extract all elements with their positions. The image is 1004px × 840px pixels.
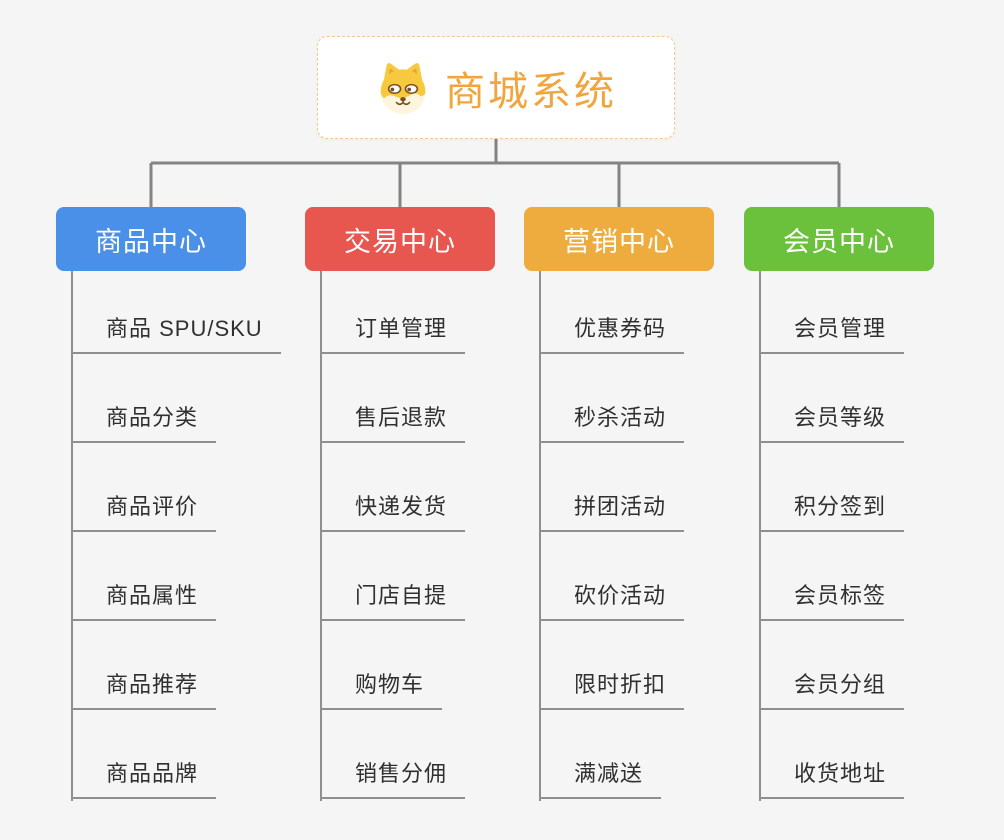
leaf-node[interactable]: 门店自提 (320, 532, 466, 621)
branch-column-product-center: 商品中心 商品 SPU/SKU 商品分类商品评价商品属性商品推荐商品品牌 (56, 207, 326, 817)
branch-node-marketing-center[interactable]: 营销中心 (524, 207, 714, 271)
root-title: 商城系统 (445, 69, 617, 114)
leaf-label: 商品品牌 (71, 756, 217, 799)
leaf-node[interactable]: 砍价活动 (539, 532, 685, 621)
leaf-label: 限时折扣 (539, 667, 685, 710)
leaf-node[interactable]: 商品评价 (71, 443, 217, 532)
leaf-label: 满减送 (539, 756, 662, 799)
leaf-node[interactable]: 收货地址 (759, 710, 905, 799)
branch-label: 会员中心 (783, 226, 895, 257)
branch-column-marketing-center: 营销中心 优惠券码秒杀活动拼团活动砍价活动限时折扣满减送 (524, 207, 794, 817)
branch-trunk-line (539, 271, 541, 801)
leaf-node[interactable]: 会员分组 (759, 621, 905, 710)
leaf-node[interactable]: 会员等级 (759, 354, 905, 443)
leaf-list-member-center: 会员管理会员等级积分签到会员标签会员分组收货地址 (759, 265, 905, 799)
leaf-node[interactable]: 满减送 (539, 710, 662, 799)
branch-trunk-line (759, 271, 761, 801)
leaf-node[interactable]: 商品品牌 (71, 710, 217, 799)
leaf-label: 拼团活动 (539, 489, 685, 532)
leaf-node[interactable]: 商品 SPU/SKU (71, 265, 281, 354)
branch-node-trade-center[interactable]: 交易中心 (305, 207, 495, 271)
leaf-node[interactable]: 会员标签 (759, 532, 905, 621)
leaf-label: 砍价活动 (539, 578, 685, 621)
leaf-label: 会员标签 (759, 578, 905, 621)
leaf-label: 商品评价 (71, 489, 217, 532)
leaf-label: 收货地址 (759, 756, 905, 799)
leaf-label: 售后退款 (320, 400, 466, 443)
leaf-label: 购物车 (320, 667, 443, 710)
dog-face-icon (375, 60, 431, 116)
leaf-label: 销售分佣 (320, 756, 466, 799)
leaf-node[interactable]: 订单管理 (320, 265, 466, 354)
leaf-node[interactable]: 商品分类 (71, 354, 217, 443)
branch-column-member-center: 会员中心 会员管理会员等级积分签到会员标签会员分组收货地址 (744, 207, 1004, 817)
leaf-label: 商品推荐 (71, 667, 217, 710)
leaf-list-product-center: 商品 SPU/SKU 商品分类商品评价商品属性商品推荐商品品牌 (71, 265, 281, 799)
leaf-label: 订单管理 (320, 311, 466, 354)
leaf-label: 秒杀活动 (539, 400, 685, 443)
leaf-node[interactable]: 购物车 (320, 621, 443, 710)
leaf-node[interactable]: 积分签到 (759, 443, 905, 532)
branch-column-trade-center: 交易中心 订单管理售后退款快递发货门店自提购物车销售分佣 (305, 207, 575, 817)
branch-node-member-center[interactable]: 会员中心 (744, 207, 934, 271)
leaf-label: 会员等级 (759, 400, 905, 443)
leaf-label: 商品属性 (71, 578, 217, 621)
leaf-label: 优惠券码 (539, 311, 685, 354)
leaf-node[interactable]: 优惠券码 (539, 265, 685, 354)
leaf-node[interactable]: 限时折扣 (539, 621, 685, 710)
leaf-list-marketing-center: 优惠券码秒杀活动拼团活动砍价活动限时折扣满减送 (539, 265, 685, 799)
leaf-label: 商品分类 (71, 400, 217, 443)
leaf-label: 积分签到 (759, 489, 905, 532)
branch-trunk-line (320, 271, 322, 801)
leaf-label: 快递发货 (320, 489, 466, 532)
branch-label: 交易中心 (344, 226, 456, 257)
leaf-node[interactable]: 商品推荐 (71, 621, 217, 710)
leaf-label: 会员分组 (759, 667, 905, 710)
leaf-label: 会员管理 (759, 311, 905, 354)
leaf-list-trade-center: 订单管理售后退款快递发货门店自提购物车销售分佣 (320, 265, 466, 799)
leaf-label: 商品 SPU/SKU (71, 311, 281, 354)
leaf-node[interactable]: 秒杀活动 (539, 354, 685, 443)
leaf-node[interactable]: 快递发货 (320, 443, 466, 532)
leaf-node[interactable]: 会员管理 (759, 265, 905, 354)
branch-label: 营销中心 (563, 226, 675, 257)
leaf-node[interactable]: 售后退款 (320, 354, 466, 443)
leaf-node[interactable]: 销售分佣 (320, 710, 466, 799)
leaf-node[interactable]: 商品属性 (71, 532, 217, 621)
branch-trunk-line (71, 271, 73, 801)
branch-label: 商品中心 (95, 226, 207, 257)
leaf-node[interactable]: 拼团活动 (539, 443, 685, 532)
leaf-label: 门店自提 (320, 578, 466, 621)
root-node[interactable]: 商城系统 (317, 36, 675, 139)
branch-node-product-center[interactable]: 商品中心 (56, 207, 246, 271)
